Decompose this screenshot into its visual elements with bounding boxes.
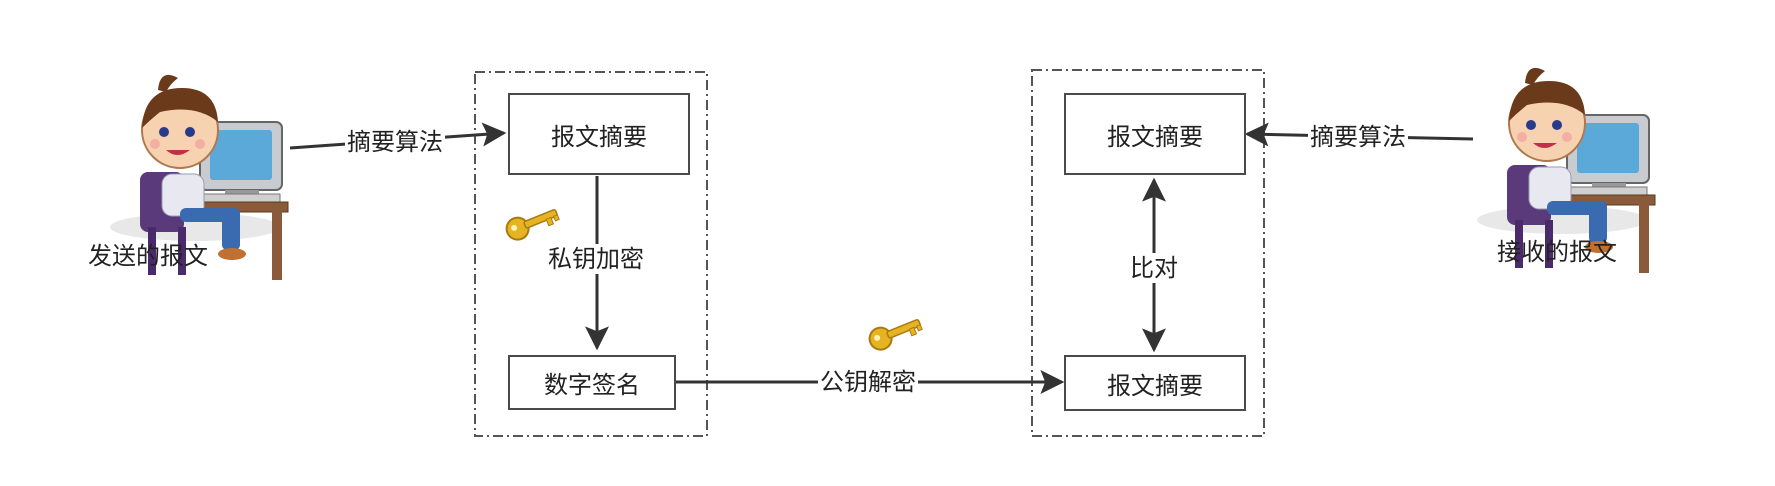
receiver-hash-label: 摘要算法 [1308,122,1408,152]
receiver-caption: 接收的报文 [1497,238,1617,266]
signature-box-text: 数字签名 [544,371,640,399]
signature-box: 数字签名 [508,355,676,410]
sender-person-icon [110,74,289,280]
private-key-icon [505,209,560,241]
right-digest-bottom-box: 报文摘要 [1064,355,1246,411]
sender-caption: 发送的报文 [88,242,208,270]
decrypt-label: 公钥解密 [818,367,918,397]
public-key-icon [868,319,923,351]
receiver-side-group [1031,69,1265,437]
encrypt-label: 私钥加密 [546,244,646,274]
right-digest-top-box: 报文摘要 [1064,93,1246,175]
sender-hash-label: 摘要算法 [345,127,445,157]
receiver-person-icon [1477,67,1656,273]
right-digest-top-box-text: 报文摘要 [1107,122,1203,151]
sender-side-group [474,71,708,437]
right-digest-bottom-box-text: 报文摘要 [1107,371,1203,400]
compare-label: 比对 [1128,253,1180,283]
left-digest-box-text: 报文摘要 [551,122,647,151]
left-digest-box: 报文摘要 [508,93,690,175]
